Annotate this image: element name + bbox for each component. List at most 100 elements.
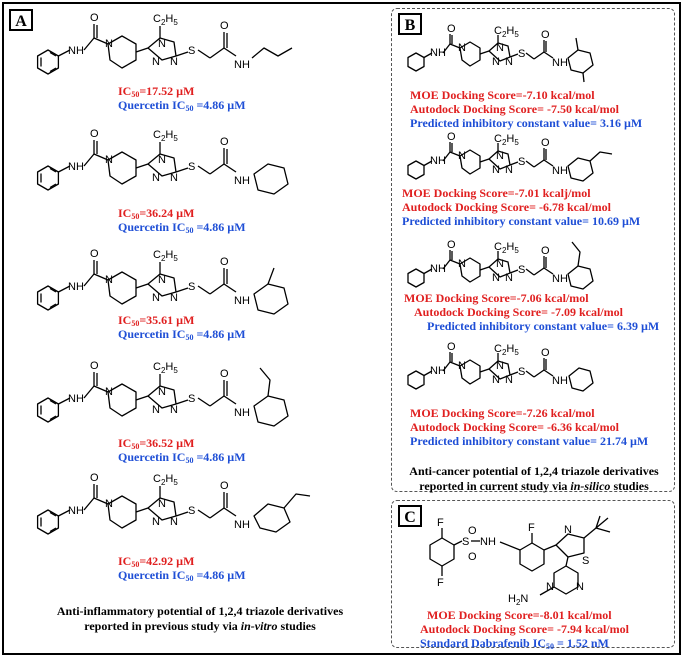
ic50-value-a5: IC50=42.92 µM bbox=[118, 554, 195, 569]
svg-text:F: F bbox=[528, 522, 535, 534]
svg-text:NH: NH bbox=[430, 47, 446, 59]
svg-text:N: N bbox=[170, 292, 178, 304]
svg-text:N: N bbox=[152, 172, 160, 184]
svg-text:C2H5: C2H5 bbox=[494, 25, 519, 39]
svg-text:C2H5: C2H5 bbox=[153, 129, 178, 143]
panel-a-label: A bbox=[9, 9, 33, 31]
svg-text:NH: NH bbox=[552, 57, 568, 69]
svg-text:NH: NH bbox=[430, 365, 446, 377]
svg-text:N: N bbox=[458, 360, 466, 372]
svg-text:N: N bbox=[458, 150, 466, 162]
panel-b-label: B bbox=[398, 13, 422, 35]
svg-text:N: N bbox=[496, 360, 504, 372]
svg-text:N: N bbox=[576, 581, 584, 593]
svg-text:N: N bbox=[152, 516, 160, 528]
svg-text:O: O bbox=[220, 480, 229, 492]
svg-text:S: S bbox=[518, 48, 525, 60]
svg-text:NH: NH bbox=[234, 175, 250, 187]
autodock-score-b2: Autodock Docking Score= -6.78 kcal/mol bbox=[402, 200, 611, 214]
nitrogen-label: N bbox=[170, 56, 178, 68]
svg-text:N: N bbox=[170, 172, 178, 184]
ki-value-b4: Predicted inhibitory constant value= 21.… bbox=[410, 434, 649, 448]
svg-text:N: N bbox=[152, 404, 160, 416]
svg-text:S: S bbox=[518, 366, 525, 378]
svg-text:O: O bbox=[468, 551, 477, 563]
ki-value-b2: Predicted inhibitory constant value= 10.… bbox=[402, 214, 641, 228]
svg-text:S: S bbox=[188, 281, 195, 293]
svg-text:NH: NH bbox=[552, 165, 568, 177]
svg-text:O: O bbox=[541, 29, 550, 41]
svg-text:S: S bbox=[462, 536, 469, 548]
svg-text:O: O bbox=[447, 23, 456, 35]
svg-text:NH: NH bbox=[430, 263, 446, 275]
sulfur-label: S bbox=[188, 45, 195, 57]
autodock-score-b1: Autodock Docking Score= -7.50 kcal/mol bbox=[410, 102, 619, 116]
svg-text:O: O bbox=[90, 360, 99, 372]
svg-text:N: N bbox=[505, 164, 513, 176]
svg-text:S: S bbox=[518, 264, 525, 276]
nh-label: NH bbox=[68, 45, 84, 57]
svg-text:C2H5: C2H5 bbox=[153, 13, 178, 27]
svg-text:S: S bbox=[188, 505, 195, 517]
reference-ic50-a4: Quercetin IC50 =4.86 µM bbox=[118, 450, 246, 465]
svg-text:NH: NH bbox=[68, 505, 84, 517]
svg-text:N: N bbox=[546, 581, 554, 593]
svg-text:O: O bbox=[541, 137, 550, 149]
svg-text:NH: NH bbox=[68, 161, 84, 173]
reference-ic50-a3: Quercetin IC50 =4.86 µM bbox=[118, 327, 246, 342]
svg-text:S: S bbox=[518, 156, 525, 168]
svg-text:N: N bbox=[458, 42, 466, 54]
nh-label: NH bbox=[234, 59, 250, 71]
svg-text:O: O bbox=[447, 239, 456, 251]
ic50-value-a1: IC50=17.52 µM bbox=[118, 84, 195, 99]
svg-text:N: N bbox=[458, 258, 466, 270]
reference-ic50-a5: Quercetin IC50 =4.86 µM bbox=[118, 568, 246, 583]
svg-text:N: N bbox=[105, 498, 113, 510]
svg-text:H2N: H2N bbox=[508, 593, 528, 607]
svg-text:N: N bbox=[105, 274, 113, 286]
ic50-value-a4: IC50=36.52 µM bbox=[118, 436, 195, 451]
panel-c: C bbox=[391, 500, 675, 648]
svg-text:O: O bbox=[468, 525, 477, 537]
dabrafenib-ic50: Standard Dabrafenib IC50 = 1.52 nM bbox=[420, 636, 609, 651]
panel-b-caption: Anti-cancer potential of 1,2,4 triazole … bbox=[409, 464, 659, 493]
svg-text:N: N bbox=[564, 524, 572, 536]
moe-score-c: MOE Docking Score=-8.01 kcal/mol bbox=[427, 608, 612, 622]
panel-a-caption: Anti-inflammatory potential of 1,2,4 tri… bbox=[56, 604, 344, 633]
svg-text:F: F bbox=[437, 517, 444, 529]
svg-text:C2H5: C2H5 bbox=[494, 133, 519, 147]
svg-text:C2H5: C2H5 bbox=[153, 473, 178, 487]
autodock-score-b4: Autodock Docking Score= -6.36 kcal/mol bbox=[410, 420, 619, 434]
svg-text:NH: NH bbox=[68, 393, 84, 405]
svg-text:S: S bbox=[188, 161, 195, 173]
svg-text:N: N bbox=[105, 386, 113, 398]
svg-text:NH: NH bbox=[68, 281, 84, 293]
ic50-value-a2: IC50=36.24 µM bbox=[118, 206, 195, 221]
svg-text:N: N bbox=[158, 498, 166, 510]
ic50-value-a3: IC50=35.61 µM bbox=[118, 313, 195, 328]
nitrogen-label: N bbox=[158, 38, 166, 50]
svg-text:O: O bbox=[220, 368, 229, 380]
svg-text:O: O bbox=[447, 341, 456, 353]
svg-text:NH: NH bbox=[430, 155, 446, 167]
svg-text:NH: NH bbox=[234, 519, 250, 531]
svg-text:O: O bbox=[541, 245, 550, 257]
svg-text:O: O bbox=[447, 131, 456, 143]
svg-text:N: N bbox=[505, 272, 513, 284]
svg-text:N: N bbox=[105, 154, 113, 166]
svg-text:N: N bbox=[152, 292, 160, 304]
svg-text:N: N bbox=[492, 272, 500, 284]
nitrogen-label: N bbox=[105, 38, 113, 50]
moe-score-b2: MOE Docking Score=-7.01 kcalj/mol bbox=[402, 186, 591, 200]
svg-text:O: O bbox=[90, 248, 99, 260]
reference-ic50-a2: Quercetin IC50 =4.86 µM bbox=[118, 220, 246, 235]
moe-score-b4: MOE Docking Score=-7.26 kcal/mol bbox=[410, 406, 595, 420]
svg-text:O: O bbox=[90, 128, 99, 140]
svg-text:C2H5: C2H5 bbox=[153, 361, 178, 375]
svg-text:N: N bbox=[505, 374, 513, 386]
reference-ic50-a1: Quercetin IC50 =4.86 µM bbox=[118, 98, 246, 113]
